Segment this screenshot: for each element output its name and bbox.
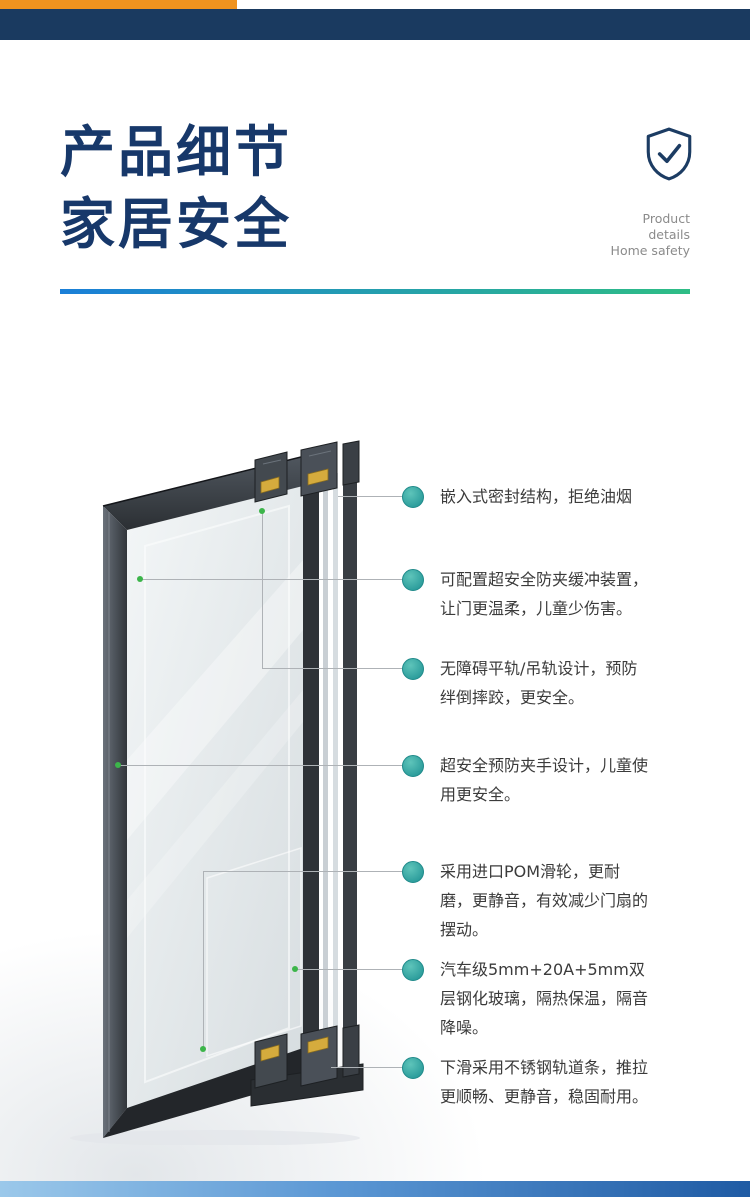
top-navy-bar — [0, 9, 750, 40]
top-accent-bar — [0, 0, 237, 9]
bottom-profile-cross-sections — [250, 1024, 364, 1107]
gradient-divider — [60, 289, 690, 294]
anchor-dot-icon — [137, 576, 143, 582]
page-title: 产品细节 家居安全 — [60, 116, 292, 260]
feature-text: 下滑采用不锈钢轨道条，推拉更顺畅、更静音，稳固耐用。 — [440, 1058, 649, 1106]
anchor-dot-icon — [115, 762, 121, 768]
ground-shadow — [70, 1130, 360, 1145]
subtitle-line: details — [648, 227, 690, 242]
feature-marker-icon — [402, 755, 424, 777]
connector-line — [331, 1067, 402, 1068]
feature-marker-icon — [402, 1057, 424, 1079]
connector-line — [118, 765, 402, 766]
glass-panel — [127, 486, 303, 1108]
subtitle-en: Product details Home safety — [611, 211, 690, 259]
feature-text: 可配置超安全防夹缓冲装置，让门更温柔，儿童少伤害。 — [440, 570, 649, 618]
feature-marker-icon — [402, 569, 424, 591]
feature-text: 嵌入式密封结构，拒绝油烟 — [440, 487, 633, 506]
connector-line — [338, 496, 402, 497]
connector-line — [295, 969, 402, 970]
sliding-panel-edges — [303, 467, 357, 1080]
connector-line — [262, 668, 402, 669]
sliding-door-profile-illustration — [70, 440, 364, 1145]
feature-text: 超安全预防夹手设计，儿童使用更安全。 — [440, 756, 649, 804]
subtitle-line: Home safety — [610, 243, 690, 258]
title-line-2: 家居安全 — [60, 192, 293, 256]
anchor-dot-icon — [292, 966, 298, 972]
feature-marker-icon — [402, 959, 424, 981]
subtitle-line: Product — [642, 211, 690, 226]
connector-line — [140, 579, 402, 580]
feature-text: 无障碍平轨/吊轨设计，预防绊倒摔跤，更安全。 — [440, 659, 638, 707]
feature-text: 采用进口POM滑轮，更耐磨，更静音，有效减少门扇的摆动。 — [440, 862, 649, 939]
feature-marker-icon — [402, 486, 424, 508]
top-profile-cross-sections — [254, 440, 360, 503]
bottom-gradient-bar — [0, 1181, 750, 1197]
connector-line — [262, 511, 263, 669]
feature-marker-icon — [402, 658, 424, 680]
connector-line — [203, 871, 204, 1050]
title-line-1: 产品细节 — [60, 120, 293, 184]
shield-check-icon — [644, 126, 694, 182]
feature-marker-icon — [402, 861, 424, 883]
connector-line — [203, 871, 402, 872]
anchor-dot-icon — [259, 508, 265, 514]
feature-text: 汽车级5mm+20A+5mm双层钢化玻璃，隔热保温，隔音降噪。 — [440, 960, 649, 1037]
anchor-dot-icon — [200, 1046, 206, 1052]
